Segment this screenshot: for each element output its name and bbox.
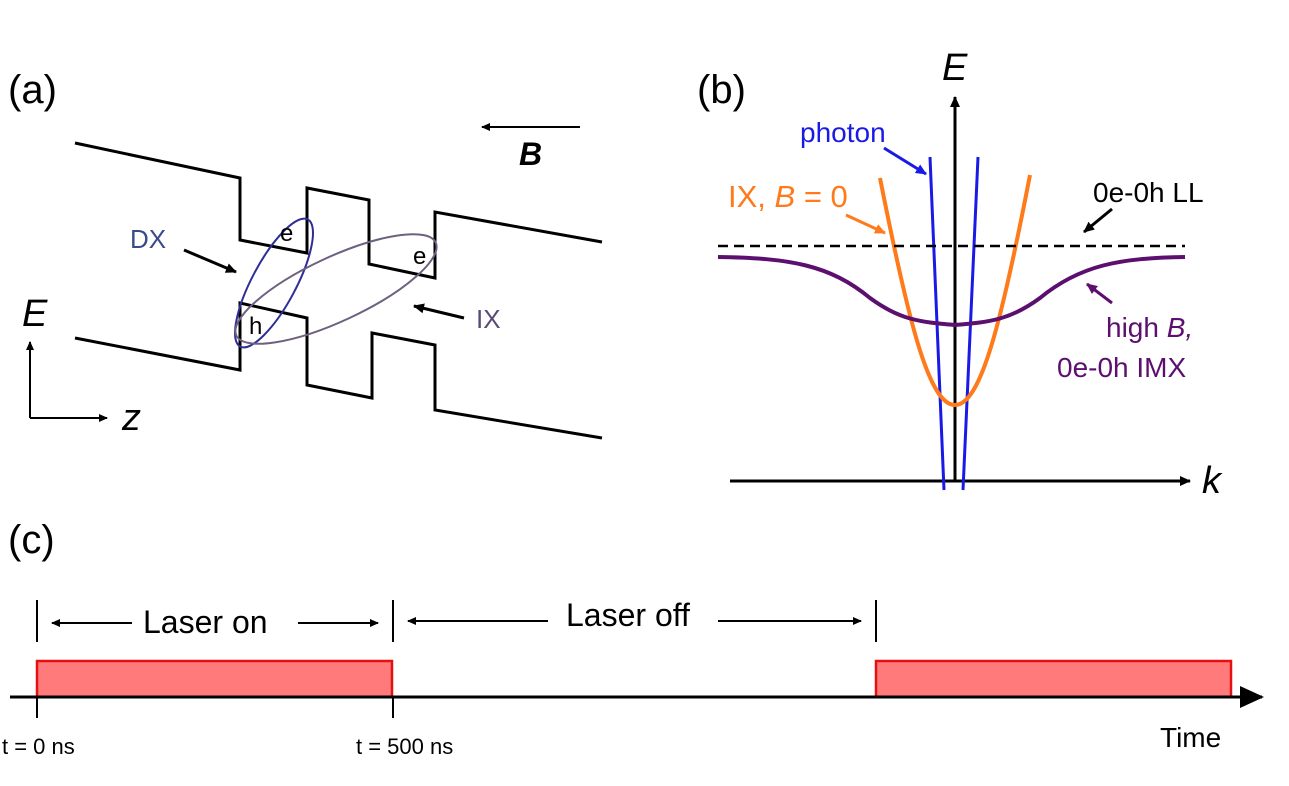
imx-label-line2: 0e-0h IMX	[1057, 352, 1186, 383]
panel-b-label: (b)	[697, 68, 746, 112]
imx-label-line1: high B,	[1106, 312, 1193, 343]
ix-b0-label-prefix: IX,	[728, 179, 775, 214]
ix-b0-label: IX, B = 0	[728, 179, 848, 214]
dx-exciton-ellipse	[234, 217, 314, 349]
hole-label: h	[249, 313, 262, 340]
panel-a: (a) B e e h DX IX E z	[8, 68, 603, 440]
imx-label-var: B,	[1167, 312, 1193, 343]
energy-axis-label-a: E	[22, 293, 48, 335]
imx-arrow	[1086, 282, 1113, 305]
laser-pulse-1	[35, 659, 394, 699]
time-label: Time	[1160, 722, 1221, 753]
photon-arrow	[883, 146, 927, 176]
panel-a-label: (a)	[8, 68, 57, 112]
photon-label: photon	[800, 117, 886, 148]
electron-label-1: e	[280, 220, 293, 247]
position-axis-label-a: z	[121, 397, 141, 439]
electron-label-2: e	[413, 243, 426, 270]
laser-pulse-2	[874, 659, 1233, 699]
valence-band	[74, 301, 603, 440]
ix-parabola	[878, 174, 1032, 408]
laser-on-label: Laser on	[143, 604, 268, 640]
laser-off-label: Laser off	[566, 597, 690, 633]
panel-c: (c) Laser on Laser off t = 0 ns t = 500 …	[2, 518, 1264, 759]
ix-b0-label-var: B	[775, 179, 796, 214]
ix-exciton-ellipse	[234, 233, 438, 345]
imx-label-prefix: high	[1106, 312, 1167, 343]
dx-arrow	[183, 248, 237, 274]
panel-c-label: (c)	[8, 518, 55, 562]
momentum-axis-label-b: k	[1202, 460, 1223, 502]
panel-b: (b) E k photon IX, B = 0 0e-0h LL high B…	[697, 47, 1223, 502]
ll-arrow	[1083, 207, 1113, 234]
ix-arrow	[413, 303, 465, 320]
t500-label: t = 500 ns	[356, 734, 453, 759]
ll-label: 0e-0h LL	[1093, 177, 1204, 208]
b-field-label: B	[519, 136, 542, 172]
t0-label: t = 0 ns	[2, 734, 75, 759]
conduction-band	[74, 141, 603, 280]
ix-b0-label-suffix: = 0	[795, 179, 848, 214]
ix-b0-arrow	[845, 213, 886, 235]
dx-label: DX	[130, 224, 166, 254]
ix-label: IX	[476, 304, 501, 334]
energy-axis-label-b: E	[942, 47, 968, 89]
imx-dispersion	[717, 255, 1186, 328]
